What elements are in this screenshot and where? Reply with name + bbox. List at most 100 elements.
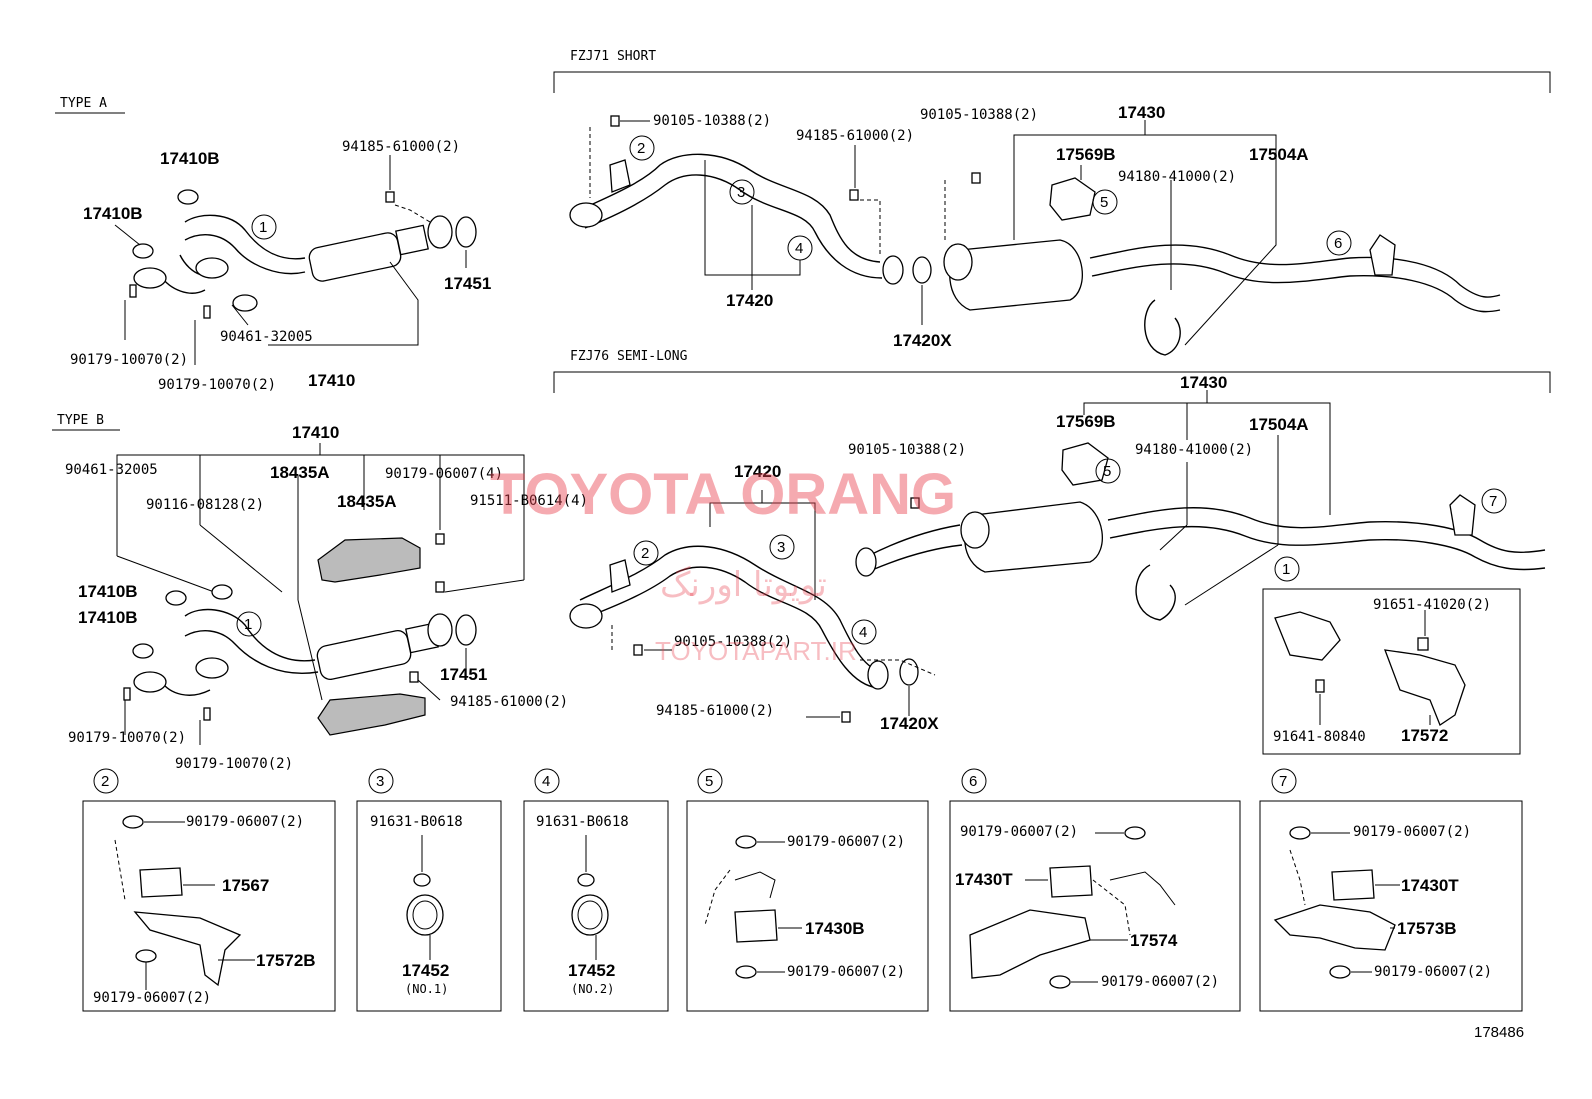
label-76-94180: 94180-41000(2): [1135, 442, 1253, 458]
watermark-url: TOYOTAPART.IR: [655, 636, 857, 666]
label-90179-b: 90179-10070(2): [158, 377, 276, 393]
label-71-17569B: 17569B: [1056, 145, 1116, 164]
detail-3: [356, 768, 502, 1012]
label-d6-90179-top: 90179-06007(2): [960, 824, 1078, 840]
ref-71-5: 5: [1100, 194, 1108, 211]
detail4-ref: 4: [542, 773, 550, 790]
detail1-ref: 1: [1282, 561, 1290, 578]
label-76-17569B: 17569B: [1056, 412, 1116, 431]
label-d1-17572: 17572: [1401, 726, 1448, 745]
label-71-90105-b: 90105-10388(2): [920, 107, 1038, 123]
label-d7-90179-bot: 90179-06007(2): [1374, 964, 1492, 980]
label-b-90179-b: 90179-10070(2): [175, 756, 293, 772]
label-90461: 90461-32005: [220, 329, 313, 345]
fzj76-title: FZJ76 SEMI-LONG: [570, 349, 688, 364]
type-a-assembly: [114, 155, 477, 365]
detail-7: [1259, 768, 1523, 1012]
label-71-90105-a: 90105-10388(2): [653, 113, 771, 129]
label-d2-17567: 17567: [222, 876, 269, 895]
watermark-arabic: تویوتا اورنگ: [660, 565, 827, 605]
type-b-assembly: [116, 443, 525, 745]
ref-71-6: 6: [1334, 235, 1342, 252]
label-b-17410: 17410: [292, 423, 339, 442]
type-a-title: TYPE A: [60, 96, 107, 111]
label-d4-17452: 17452: [568, 961, 615, 980]
label-76-90105-a: 90105-10388(2): [848, 442, 966, 458]
label-b-18435A-1: 18435A: [270, 463, 330, 482]
label-d7-90179-top: 90179-06007(2): [1353, 824, 1471, 840]
label-d5-90179-bot: 90179-06007(2): [787, 964, 905, 980]
detail2-ref: 2: [101, 773, 109, 790]
ref-71-4: 4: [795, 240, 803, 257]
label-71-17504A: 17504A: [1249, 145, 1309, 164]
detail5-ref: 5: [705, 773, 713, 790]
label-71-94180: 94180-41000(2): [1118, 169, 1236, 185]
ref-circle-b-1: 1: [244, 616, 252, 633]
label-b-94185: 94185-61000(2): [450, 694, 568, 710]
label-d2-90179-top: 90179-06007(2): [186, 814, 304, 830]
label-94185: 94185-61000(2): [342, 139, 460, 155]
detail7-ref: 7: [1279, 773, 1287, 790]
label-b-90179-a: 90179-10070(2): [68, 730, 186, 746]
label-d4-note: (NO.2): [571, 982, 614, 996]
label-b-90461: 90461-32005: [65, 462, 158, 478]
ref-76-4: 4: [859, 624, 867, 641]
detail-6: [949, 768, 1241, 1012]
label-d6-17574: 17574: [1130, 931, 1178, 950]
label-71-17430: 17430: [1118, 103, 1165, 122]
label-d5-90179-top: 90179-06007(2): [787, 834, 905, 850]
label-17410: 17410: [308, 371, 355, 390]
ref-circle-1: 1: [259, 219, 267, 236]
ref-76-2: 2: [641, 545, 649, 562]
fzj76-assembly: [569, 390, 1546, 755]
label-76-17420X: 17420X: [880, 714, 939, 733]
document-number: 178486: [1474, 1024, 1524, 1041]
section-headers: TYPE A TYPE B FZJ71 SHORT FZJ76 SEMI-LON…: [52, 49, 1551, 431]
label-d6-17430T: 17430T: [955, 870, 1013, 889]
label-76-17430: 17430: [1180, 373, 1227, 392]
ref-76-7: 7: [1489, 493, 1497, 510]
label-b-90116: 90116-08128(2): [146, 497, 264, 513]
ref-76-3: 3: [777, 539, 785, 556]
label-76-90105-b: 90105-10388(2): [674, 634, 792, 650]
label-d5-17430B: 17430B: [805, 919, 865, 938]
ref-76-5: 5: [1103, 463, 1111, 480]
label-90179-a: 90179-10070(2): [70, 352, 188, 368]
watermark-brand: TOYOTA ORANG: [490, 462, 956, 527]
detail3-ref: 3: [376, 773, 384, 790]
detail-4: [523, 768, 669, 1012]
ref-71-2: 2: [637, 140, 645, 157]
label-71-94185: 94185-61000(2): [796, 128, 914, 144]
label-d1-91651: 91651-41020(2): [1373, 597, 1491, 613]
label-71-17420X: 17420X: [893, 331, 952, 350]
label-d3-17452: 17452: [402, 961, 449, 980]
label-76-94185: 94185-61000(2): [656, 703, 774, 719]
label-17410B-top: 17410B: [160, 149, 220, 168]
ref-71-3: 3: [737, 184, 745, 201]
label-d3-91631: 91631-B0618: [370, 814, 463, 830]
label-71-17420: 17420: [726, 291, 773, 310]
label-d7-17573B: 17573B: [1397, 919, 1457, 938]
label-d2-17572B: 17572B: [256, 951, 316, 970]
label-d6-90179-bot: 90179-06007(2): [1101, 974, 1219, 990]
fzj71-title: FZJ71 SHORT: [570, 49, 656, 64]
fzj71-assembly: [569, 115, 1501, 356]
label-d7-17430T: 17430T: [1401, 876, 1459, 895]
label-17451: 17451: [444, 274, 491, 293]
label-b-91511: 91511-B0614(4): [470, 493, 588, 509]
label-76-17504A: 17504A: [1249, 415, 1309, 434]
label-76-17420: 17420: [734, 462, 781, 481]
detail6-ref: 6: [969, 773, 977, 790]
label-d1-91641: 91641-80840: [1273, 729, 1366, 745]
label-b-17410B-2: 17410B: [78, 608, 138, 627]
label-b-90179-06007: 90179-06007(4): [385, 466, 503, 482]
label-17410B-left: 17410B: [83, 204, 143, 223]
label-d2-90179-bot: 90179-06007(2): [93, 990, 211, 1006]
label-b-17410B-1: 17410B: [78, 582, 138, 601]
label-b-17451: 17451: [440, 665, 487, 684]
label-b-18435A-2: 18435A: [337, 492, 397, 511]
type-b-title: TYPE B: [57, 413, 104, 428]
detail-2: [82, 768, 336, 1012]
label-d4-91631: 91631-B0618: [536, 814, 629, 830]
